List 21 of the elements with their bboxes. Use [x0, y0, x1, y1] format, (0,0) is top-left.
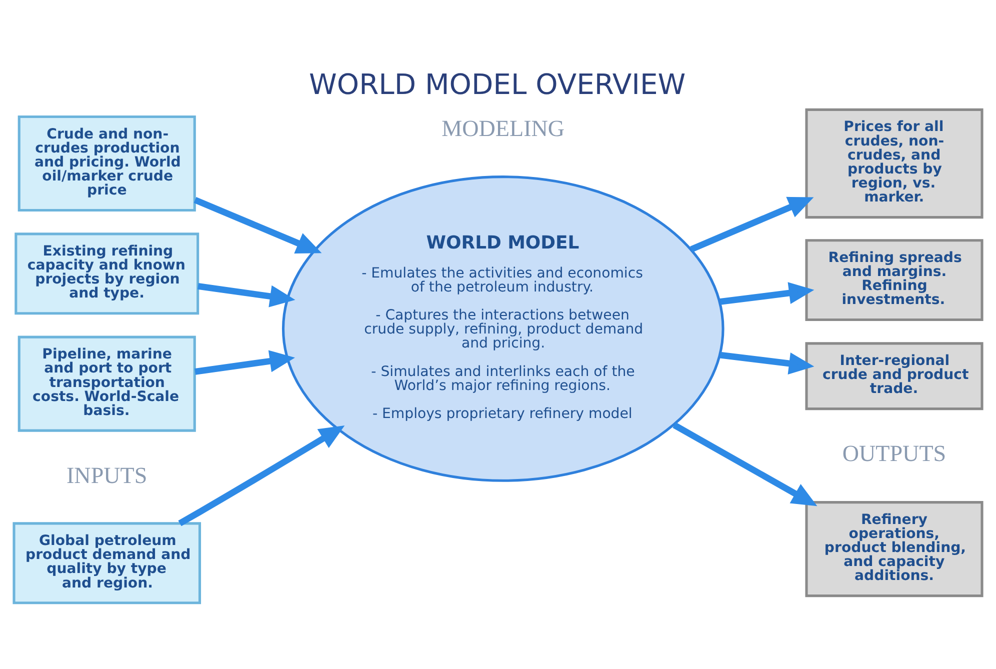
label: OUTPUTS: [842, 440, 946, 466]
node-box: Refinery operations, product blending, and capacity additions.: [805, 501, 984, 598]
label: MODELING: [442, 114, 565, 141]
node-box: Crude and non-crudes production and pricing. World oil/marker crude price: [18, 115, 196, 212]
node-box: Refining spreads and margins. Refining investments.: [805, 239, 984, 322]
arrow: [178, 425, 345, 526]
arrow: [672, 422, 818, 506]
arrow: [194, 350, 295, 375]
node-box: Prices for all crudes, non-crudes, and products by region, vs. marker.: [805, 108, 984, 219]
arrow: [720, 282, 814, 305]
diagram-title: WORLD MODEL OVERVIEW: [309, 68, 686, 101]
node-box: Inter-regional crude and product trade.: [805, 342, 984, 410]
label: INPUTS: [66, 462, 148, 488]
arrow: [690, 196, 814, 252]
node-box: Existing refining capacity and known projects by region and type.: [14, 232, 200, 315]
node-box: Pipeline, marine and port to port transportation costs. World-Scale basis.: [18, 336, 196, 432]
arrow: [194, 197, 322, 254]
arrow: [720, 352, 814, 374]
arrow: [198, 283, 296, 308]
node-box: Global petroleum product demand and quality by type and region.: [12, 522, 202, 604]
node-ellipse: WORLD MODEL - Emulates the activities and economics of the petroleum industry. - Captures the interactions between crude supply, refining, product demand and pricing. - Simulates and interlinks each of the World’s major refining regions. - Employs proprietary refinery model: [282, 176, 724, 482]
